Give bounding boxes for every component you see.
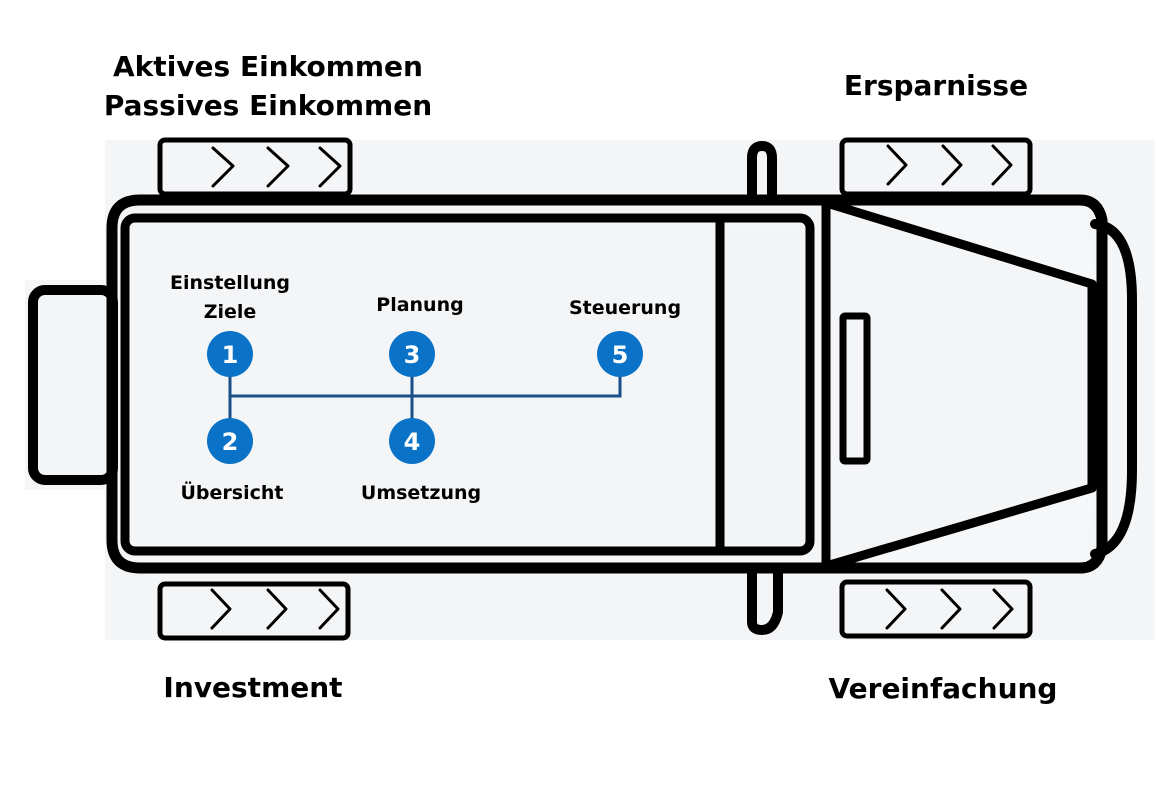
step-label: Einstellung	[170, 272, 290, 294]
chevron-icon	[940, 588, 962, 630]
chevron-icon	[318, 146, 342, 188]
step-number: 4	[404, 428, 421, 456]
chevron-icon	[885, 588, 907, 630]
truck-body	[106, 194, 1108, 574]
step-badge	[207, 331, 253, 377]
chevron-icon	[210, 588, 232, 630]
cargo-end-panel	[728, 226, 802, 544]
step-5: 5 Steuerung	[569, 297, 681, 377]
wheel-top-right	[839, 137, 1033, 197]
step-label: Umsetzung	[361, 482, 481, 504]
step-label: Planung	[376, 294, 463, 316]
chevron-icon	[211, 146, 235, 188]
front-bumper	[1090, 219, 1137, 559]
chevron-icon	[318, 588, 340, 630]
label-investment: Investment	[163, 671, 342, 704]
step-3: 3 Planung	[376, 294, 464, 377]
step-4: 4 Umsetzung	[361, 418, 481, 504]
chevron-icon	[941, 144, 963, 186]
chevron-icon	[886, 144, 908, 186]
step-2: 2 Übersicht	[181, 418, 284, 504]
label-aktives-einkommen: Aktives Einkommen	[113, 50, 423, 83]
step-badge	[389, 418, 435, 464]
label-ersparnisse: Ersparnisse	[844, 69, 1028, 102]
step-badge	[597, 331, 643, 377]
chevron-icon	[266, 588, 288, 630]
step-label: Ziele	[204, 301, 257, 323]
label-vereinfachung: Vereinfachung	[829, 672, 1058, 705]
cargo-box	[120, 213, 815, 556]
chevron-icon	[992, 588, 1014, 630]
step-1: 1 Einstellung Ziele	[170, 272, 290, 377]
step-number: 2	[222, 428, 239, 456]
label-passives-einkommen: Passives Einkommen	[104, 89, 432, 122]
wheel-top-left	[157, 137, 353, 197]
step-badge	[389, 331, 435, 377]
door-handle	[839, 312, 871, 465]
step-number: 5	[612, 341, 629, 369]
step-number: 1	[222, 341, 239, 369]
mirror-top	[747, 141, 777, 201]
step-badge	[207, 418, 253, 464]
step-label: Übersicht	[181, 480, 284, 504]
wheel-bottom-right	[839, 579, 1033, 639]
chevron-icon	[266, 146, 290, 188]
wheel-bottom-left	[157, 581, 351, 641]
step-label: Steuerung	[569, 297, 681, 319]
left-backdrop	[25, 280, 110, 490]
chevron-icon	[991, 144, 1013, 186]
mirror-bottom	[747, 565, 783, 635]
step-number: 3	[404, 341, 421, 369]
